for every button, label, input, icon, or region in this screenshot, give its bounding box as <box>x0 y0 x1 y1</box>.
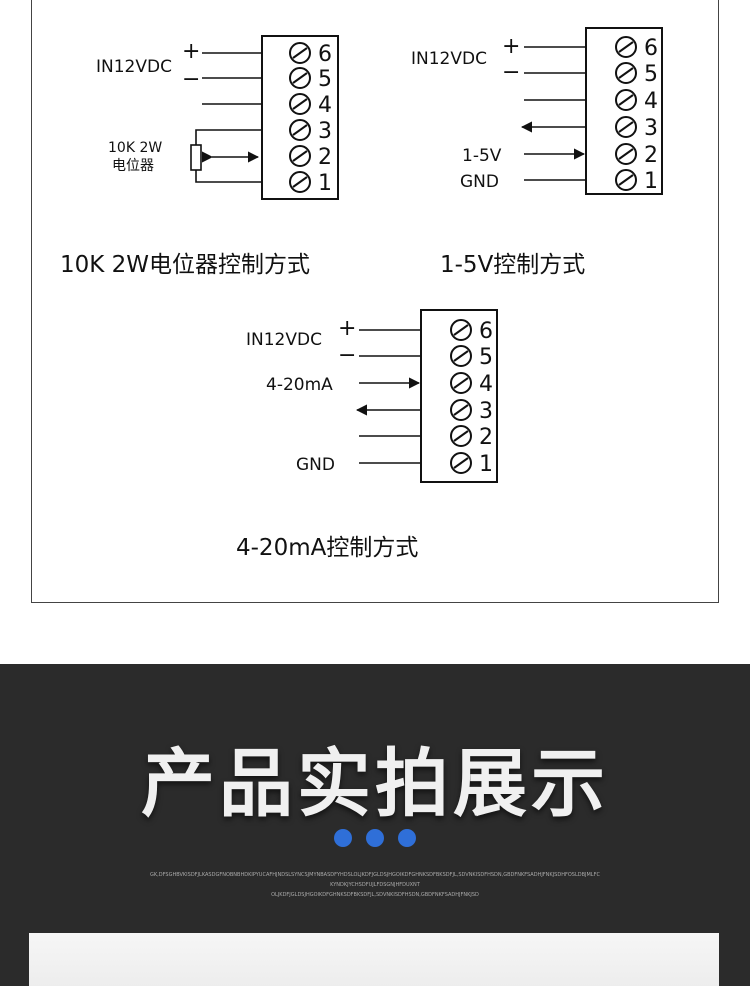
fineprint-line: KYNDKJYCHSDFUJLFDSGNJHFDUXNT <box>330 882 420 888</box>
terminal-screw-icon <box>450 452 472 474</box>
caption: 10K 2W电位器控制方式 <box>60 252 310 278</box>
product-photo-panel <box>29 933 719 986</box>
plus-sign: + <box>502 34 520 59</box>
terminal-number: 5 <box>479 345 493 370</box>
terminal-number: 4 <box>479 372 493 397</box>
terminal-screw-icon <box>450 399 472 421</box>
terminal-screw-icon <box>289 67 311 89</box>
terminal-number: 4 <box>318 93 332 118</box>
wires <box>520 46 586 181</box>
terminal-screw-icon <box>615 116 637 138</box>
terminal-screw-icon <box>289 42 311 64</box>
decorative-dots <box>0 829 750 847</box>
terminal-screws <box>615 36 637 191</box>
terminal-screw-icon <box>615 89 637 111</box>
signal-label: 1-5V <box>462 146 502 166</box>
terminal-number: 3 <box>318 119 332 144</box>
terminal-screw-icon <box>289 93 311 115</box>
diagram-current: 6 5 4 3 2 1 IN12VDC + − 4-20mA GND 4-20m… <box>236 309 498 561</box>
terminal-screw-icon <box>450 425 472 447</box>
terminal-number: 6 <box>318 42 332 67</box>
minus-sign: − <box>338 343 356 368</box>
terminal-screw-icon <box>615 62 637 84</box>
resistor-icon <box>190 144 202 171</box>
terminal-screw-icon <box>615 169 637 191</box>
wires <box>355 329 421 464</box>
diagram-voltage: 6 5 4 3 2 1 IN12VDC + − 1-5V GND 1-5V控制方… <box>411 27 663 278</box>
terminal-screw-icon <box>289 171 311 193</box>
resistor-label: 电位器 <box>112 158 154 174</box>
resistor-label: 10K 2W <box>108 140 162 156</box>
showcase-title: 产品实拍展示 <box>141 741 609 827</box>
terminal-number: 5 <box>644 62 658 87</box>
terminal-number: 6 <box>479 319 493 344</box>
terminal-number: 2 <box>318 145 332 170</box>
terminal-screw-icon <box>450 345 472 367</box>
terminal-screw-icon <box>450 372 472 394</box>
terminal-number: 4 <box>644 89 658 114</box>
terminal-screw-icon <box>615 143 637 165</box>
terminal-screw-icon <box>615 36 637 58</box>
diagram-potentiometer: 6 5 4 3 2 1 IN12VDC + − 10K 2W 电位器 10K 2… <box>60 35 339 278</box>
terminal-screws <box>289 42 311 193</box>
caption: 4-20mA控制方式 <box>236 535 418 561</box>
dot-icon <box>334 829 352 847</box>
gnd-label: GND <box>296 455 335 475</box>
supply-label: IN12VDC <box>411 49 487 69</box>
minus-sign: − <box>182 67 200 92</box>
fineprint-line: OLJKDFJGLDSJHGOIKDFGHNKSDFBKSDFJL,SDVNKI… <box>271 892 479 898</box>
signal-label: 4-20mA <box>266 375 333 395</box>
terminal-number: 1 <box>644 169 658 194</box>
terminal-number: 1 <box>479 452 493 477</box>
fineprint-text: GK,DFSGHBVKISDFJLKASDGFNOBNBHDKIPYUCAFHJ… <box>140 870 610 900</box>
supply-label: IN12VDC <box>246 330 322 350</box>
terminal-number: 3 <box>479 399 493 424</box>
terminal-screw-icon <box>450 319 472 341</box>
fineprint-line: GK,DFSGHBVKISDFJLKASDGFNOBNBHDKIPYUCAFHJ… <box>150 872 600 878</box>
plus-sign: + <box>182 39 200 64</box>
plus-sign: + <box>338 316 356 341</box>
product-showcase-section: 产品实拍展示 GK,DFSGHBVKISDFJLKASDGFNOBNBHDKIP… <box>0 664 750 986</box>
terminal-number: 2 <box>479 425 493 450</box>
terminal-number: 3 <box>644 116 658 141</box>
wires <box>195 52 262 183</box>
terminal-number: 2 <box>644 143 658 168</box>
dot-icon <box>398 829 416 847</box>
terminal-number: 5 <box>318 67 332 92</box>
supply-label: IN12VDC <box>96 57 172 77</box>
caption: 1-5V控制方式 <box>440 252 585 278</box>
dot-icon <box>366 829 384 847</box>
terminal-number: 1 <box>318 171 332 196</box>
terminal-screw-icon <box>289 145 311 167</box>
terminal-number: 6 <box>644 36 658 61</box>
terminal-screw-icon <box>289 119 311 141</box>
wiring-diagrams: 6 5 4 3 2 1 IN12VDC + − 10K 2W 电位器 10K 2… <box>60 27 663 561</box>
minus-sign: − <box>502 60 520 85</box>
gnd-label: GND <box>460 172 499 192</box>
terminal-screws <box>450 319 472 474</box>
